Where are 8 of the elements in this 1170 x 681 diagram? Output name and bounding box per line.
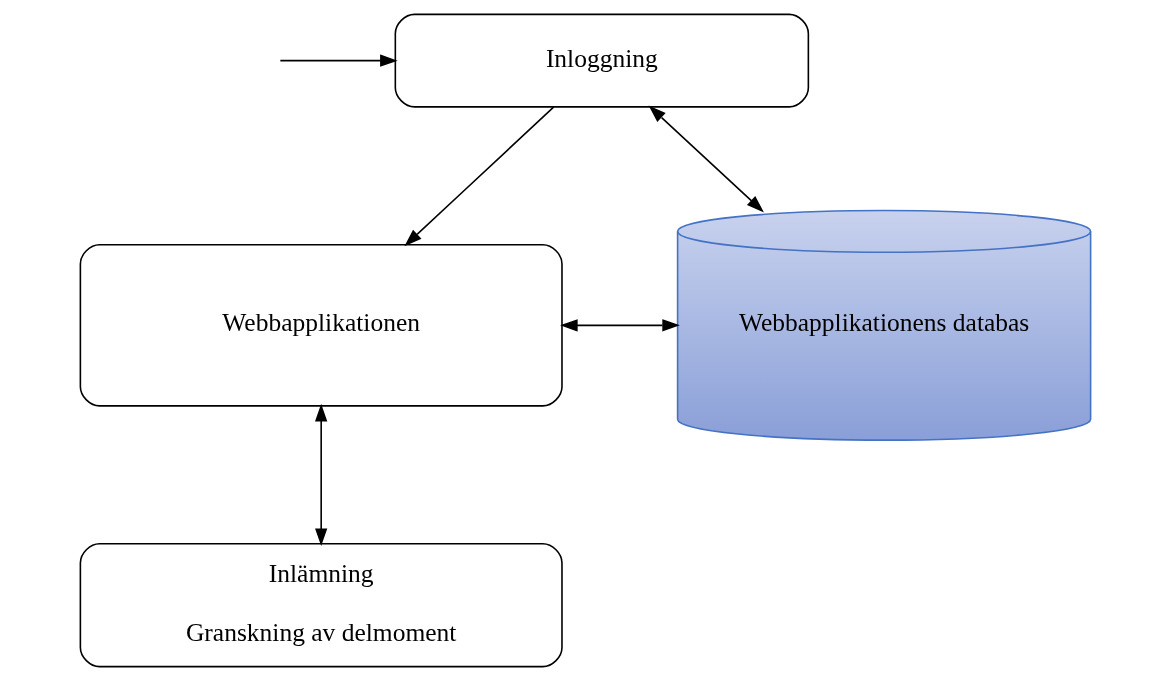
arrow xyxy=(648,105,764,213)
node-box: Inloggning xyxy=(394,13,809,108)
arrow xyxy=(559,319,680,332)
arrow xyxy=(279,54,398,67)
arrow xyxy=(314,403,327,547)
node-box: Webbapplikationen xyxy=(79,244,563,407)
node-box: Inlämning Granskning av delmoment xyxy=(79,543,563,668)
arrow xyxy=(403,106,554,247)
